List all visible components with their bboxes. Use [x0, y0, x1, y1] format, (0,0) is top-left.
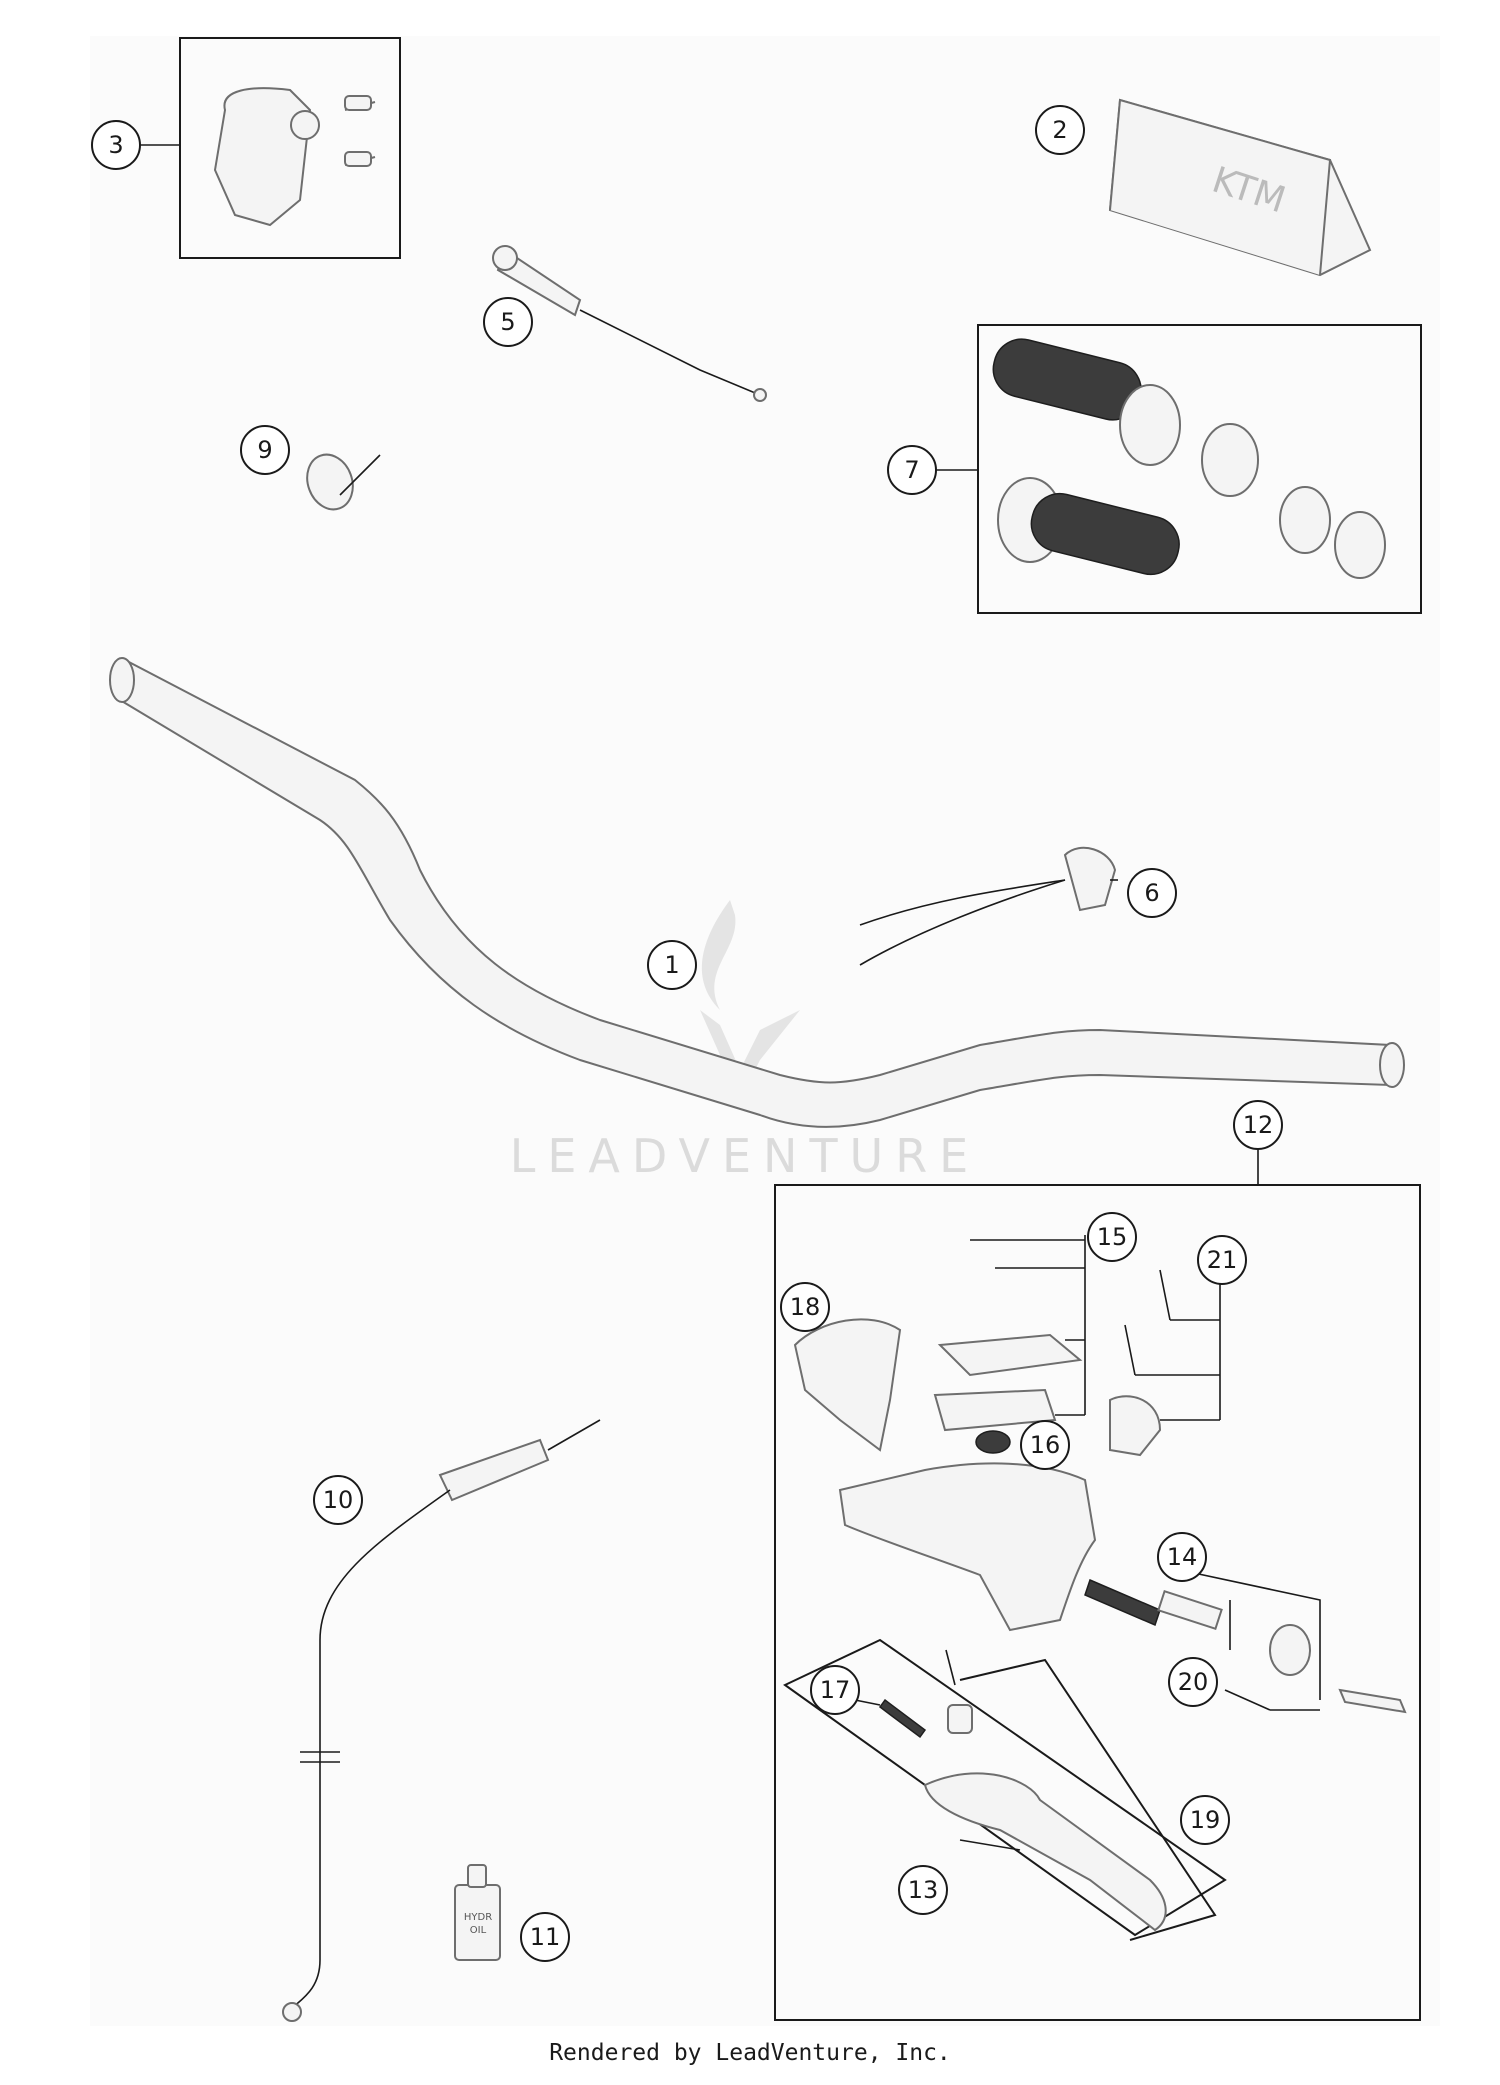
svg-text:1: 1: [664, 951, 679, 979]
callout-17: 17: [810, 1665, 860, 1715]
svg-text:5: 5: [500, 308, 515, 336]
callout-11: 11: [520, 1912, 570, 1962]
svg-text:6: 6: [1144, 879, 1159, 907]
part-1-handlebar: [109, 657, 1405, 1128]
svg-text:3: 3: [108, 131, 123, 159]
part-11-oil: HYDR OIL: [454, 1864, 501, 1961]
svg-text:10: 10: [323, 1486, 354, 1514]
callout-5: 5: [483, 297, 533, 347]
svg-text:13: 13: [908, 1876, 939, 1904]
svg-text:15: 15: [1097, 1223, 1128, 1251]
callout-6: 6: [1127, 868, 1177, 918]
part-2-handlebar-pad: KTM: [1108, 98, 1372, 277]
svg-text:18: 18: [790, 1293, 821, 1321]
svg-text:7: 7: [904, 456, 919, 484]
svg-text:2: 2: [1052, 116, 1067, 144]
part-3-switch: [179, 37, 401, 259]
watermark: LEADVENTURE: [510, 900, 981, 1183]
callout-10: 10: [313, 1475, 363, 1525]
svg-text:12: 12: [1243, 1111, 1274, 1139]
svg-text:21: 21: [1207, 1246, 1238, 1274]
svg-text:11: 11: [530, 1923, 561, 1951]
part-9-cable-tie: [306, 453, 381, 511]
callout-20: 20: [1168, 1657, 1218, 1707]
callout-9: 9: [240, 425, 290, 475]
svg-text:17: 17: [820, 1676, 851, 1704]
part-12-master-cylinder: [774, 1148, 1421, 2021]
callout-14: 14: [1157, 1532, 1207, 1582]
callout-13: 13: [898, 1865, 948, 1915]
callout-7: 7: [887, 445, 937, 495]
callout-16: 16: [1020, 1420, 1070, 1470]
part-6-switch: [859, 846, 1117, 966]
part-10-cable: [282, 1419, 601, 2022]
part-5-cable: [492, 245, 767, 402]
callout-1: 1: [647, 940, 697, 990]
svg-text:14: 14: [1167, 1543, 1198, 1571]
svg-text:16: 16: [1030, 1431, 1061, 1459]
callout-21: 21: [1197, 1235, 1247, 1285]
callout-2: 2: [1035, 105, 1085, 155]
part-7-grips: [977, 324, 1422, 614]
svg-text:19: 19: [1190, 1806, 1221, 1834]
footer-credit: Rendered by LeadVenture, Inc.: [549, 2040, 951, 2066]
leader-lines: [140, 144, 1321, 1851]
svg-text:9: 9: [257, 436, 272, 464]
svg-text:HYDR: HYDR: [464, 1912, 492, 1923]
callouts: 1 2 3 5 6 7 9 10 11 12 13 14 15 16 17 18…: [91, 105, 1283, 1962]
callout-12: 12: [1233, 1100, 1283, 1150]
svg-text:OIL: OIL: [470, 1925, 487, 1936]
callout-15: 15: [1087, 1212, 1137, 1262]
callout-19: 19: [1180, 1795, 1230, 1845]
watermark-text: LEADVENTURE: [510, 1129, 981, 1183]
svg-text:20: 20: [1178, 1668, 1209, 1696]
callout-3: 3: [91, 120, 141, 170]
callout-18: 18: [780, 1282, 830, 1332]
